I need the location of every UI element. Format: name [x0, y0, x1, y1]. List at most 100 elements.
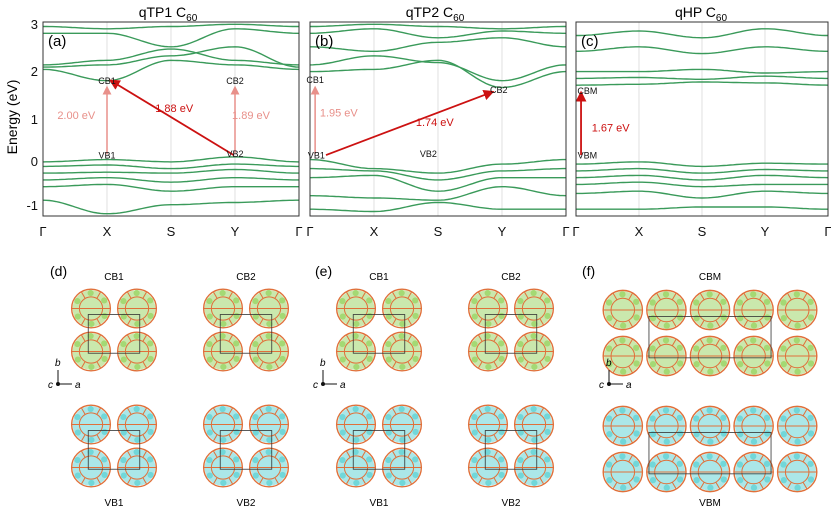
- k-label: Γ: [562, 224, 569, 239]
- gap-label: 1.74 eV: [416, 117, 455, 129]
- orbital-top-label: CBM: [699, 272, 721, 283]
- axis-label-a: a: [75, 380, 81, 391]
- orbital-panel-label-f: (f): [582, 263, 595, 279]
- unit-cell: [219, 314, 273, 354]
- isosurface-block: [602, 405, 818, 493]
- state-label: CBM: [577, 86, 597, 96]
- crystal-axes: cba: [599, 358, 632, 391]
- fullerene-cage: [776, 405, 818, 447]
- fullerene-cage: [116, 447, 158, 488]
- band-lines-b: [309, 22, 567, 216]
- band-line: [42, 48, 300, 66]
- crystal-axes: cba: [48, 358, 81, 391]
- panel-title-a: qTP1 C60: [139, 4, 198, 24]
- fullerene-cage: [602, 335, 644, 377]
- fullerene-cage: [467, 447, 509, 488]
- fullerene-cage: [381, 404, 423, 445]
- gap-label: 1.67 eV: [592, 123, 631, 135]
- gap-arrow: [325, 89, 495, 156]
- band-line: [576, 161, 828, 168]
- fullerene-cage: [646, 405, 687, 447]
- unit-cell: [352, 314, 406, 354]
- fullerene-cage: [776, 335, 818, 377]
- axis-label-b: b: [320, 358, 326, 369]
- orbital-top-label: CB2: [501, 272, 521, 283]
- orbital-bottom-label: VB2: [237, 498, 256, 509]
- band-line: [310, 186, 567, 201]
- orbital-bottom-label: VB1: [370, 498, 389, 509]
- state-label: VBM: [578, 151, 598, 161]
- crystal-axes: cb a: [313, 358, 346, 391]
- fullerene-cage: [381, 447, 423, 488]
- isosurface-block: [202, 288, 290, 372]
- fullerene-cage: [335, 404, 377, 445]
- fullerene-cage: [689, 335, 731, 377]
- state-label: VB2: [226, 149, 243, 159]
- fullerene-cage: [467, 404, 509, 445]
- gap-label: 1.95 eV: [320, 108, 359, 120]
- panel-label-a: (a): [48, 33, 66, 50]
- fullerene-cage: [602, 289, 644, 331]
- panel-label-c: (c): [581, 33, 599, 50]
- y-tick-3: 3: [31, 17, 38, 32]
- fullerene-cage: [202, 447, 244, 488]
- orbital-bottom-label: VB1: [105, 498, 124, 509]
- plot-frame-a: [42, 21, 300, 217]
- isosurface-block: [467, 288, 555, 372]
- band-line: [576, 181, 828, 188]
- fullerene-cage: [248, 447, 290, 488]
- band-line: [43, 46, 300, 68]
- k-label: S: [698, 224, 707, 239]
- band-line: [309, 55, 567, 82]
- state-label: CB1: [306, 75, 324, 85]
- isosurface-block: [335, 404, 423, 488]
- axis-label-c: c: [313, 380, 318, 391]
- orbital-panel-label-e: (e): [315, 263, 332, 279]
- gap-arrows-c: 1.67 eV: [575, 90, 631, 156]
- isosurface-block: [335, 288, 423, 372]
- axis-label-a: a: [340, 380, 346, 391]
- fullerene-cage: [733, 405, 774, 447]
- fullerene-cage: [513, 447, 555, 488]
- state-label: CB2: [490, 85, 508, 95]
- unit-cell: [87, 430, 141, 470]
- fullerene-cage: [646, 335, 687, 377]
- k-label: Γ: [295, 224, 302, 239]
- orbital-bottom-label: VBM: [699, 498, 721, 509]
- fullerene-cage: [70, 331, 112, 372]
- orbital-top-label: CB2: [236, 272, 256, 283]
- k-label: X: [635, 224, 644, 239]
- fullerene-cage: [513, 288, 555, 329]
- band-lines-c: [575, 22, 829, 216]
- band-line: [576, 75, 828, 80]
- orbital-panel-label-d: (d): [50, 263, 67, 279]
- fullerene-cage: [248, 288, 290, 329]
- panel-title-b: qTP2 C60: [406, 4, 465, 24]
- unit-cell: [352, 430, 406, 470]
- fullerene-cage: [733, 451, 774, 493]
- fullerene-cage: [248, 404, 290, 445]
- fullerene-cage: [689, 451, 731, 493]
- axis-label-c: c: [599, 380, 604, 391]
- fullerene-cage: [776, 451, 818, 493]
- k-label: S: [167, 224, 176, 239]
- k-label: S: [434, 224, 443, 239]
- y-tick-labels: 3 2 1 0 -1: [26, 17, 38, 213]
- band-line: [310, 59, 567, 89]
- fullerene-cage: [776, 289, 818, 331]
- band-line: [43, 59, 300, 82]
- band-line: [310, 201, 566, 213]
- fullerene-cage: [689, 289, 731, 331]
- band-line: [576, 81, 829, 86]
- unit-cell: [484, 314, 538, 354]
- y-tick-0: 0: [31, 154, 38, 169]
- gap-label: 1.89 eV: [232, 110, 271, 122]
- band-line: [42, 156, 300, 163]
- k-label: Γ: [39, 224, 46, 239]
- fullerene-cage: [335, 447, 377, 488]
